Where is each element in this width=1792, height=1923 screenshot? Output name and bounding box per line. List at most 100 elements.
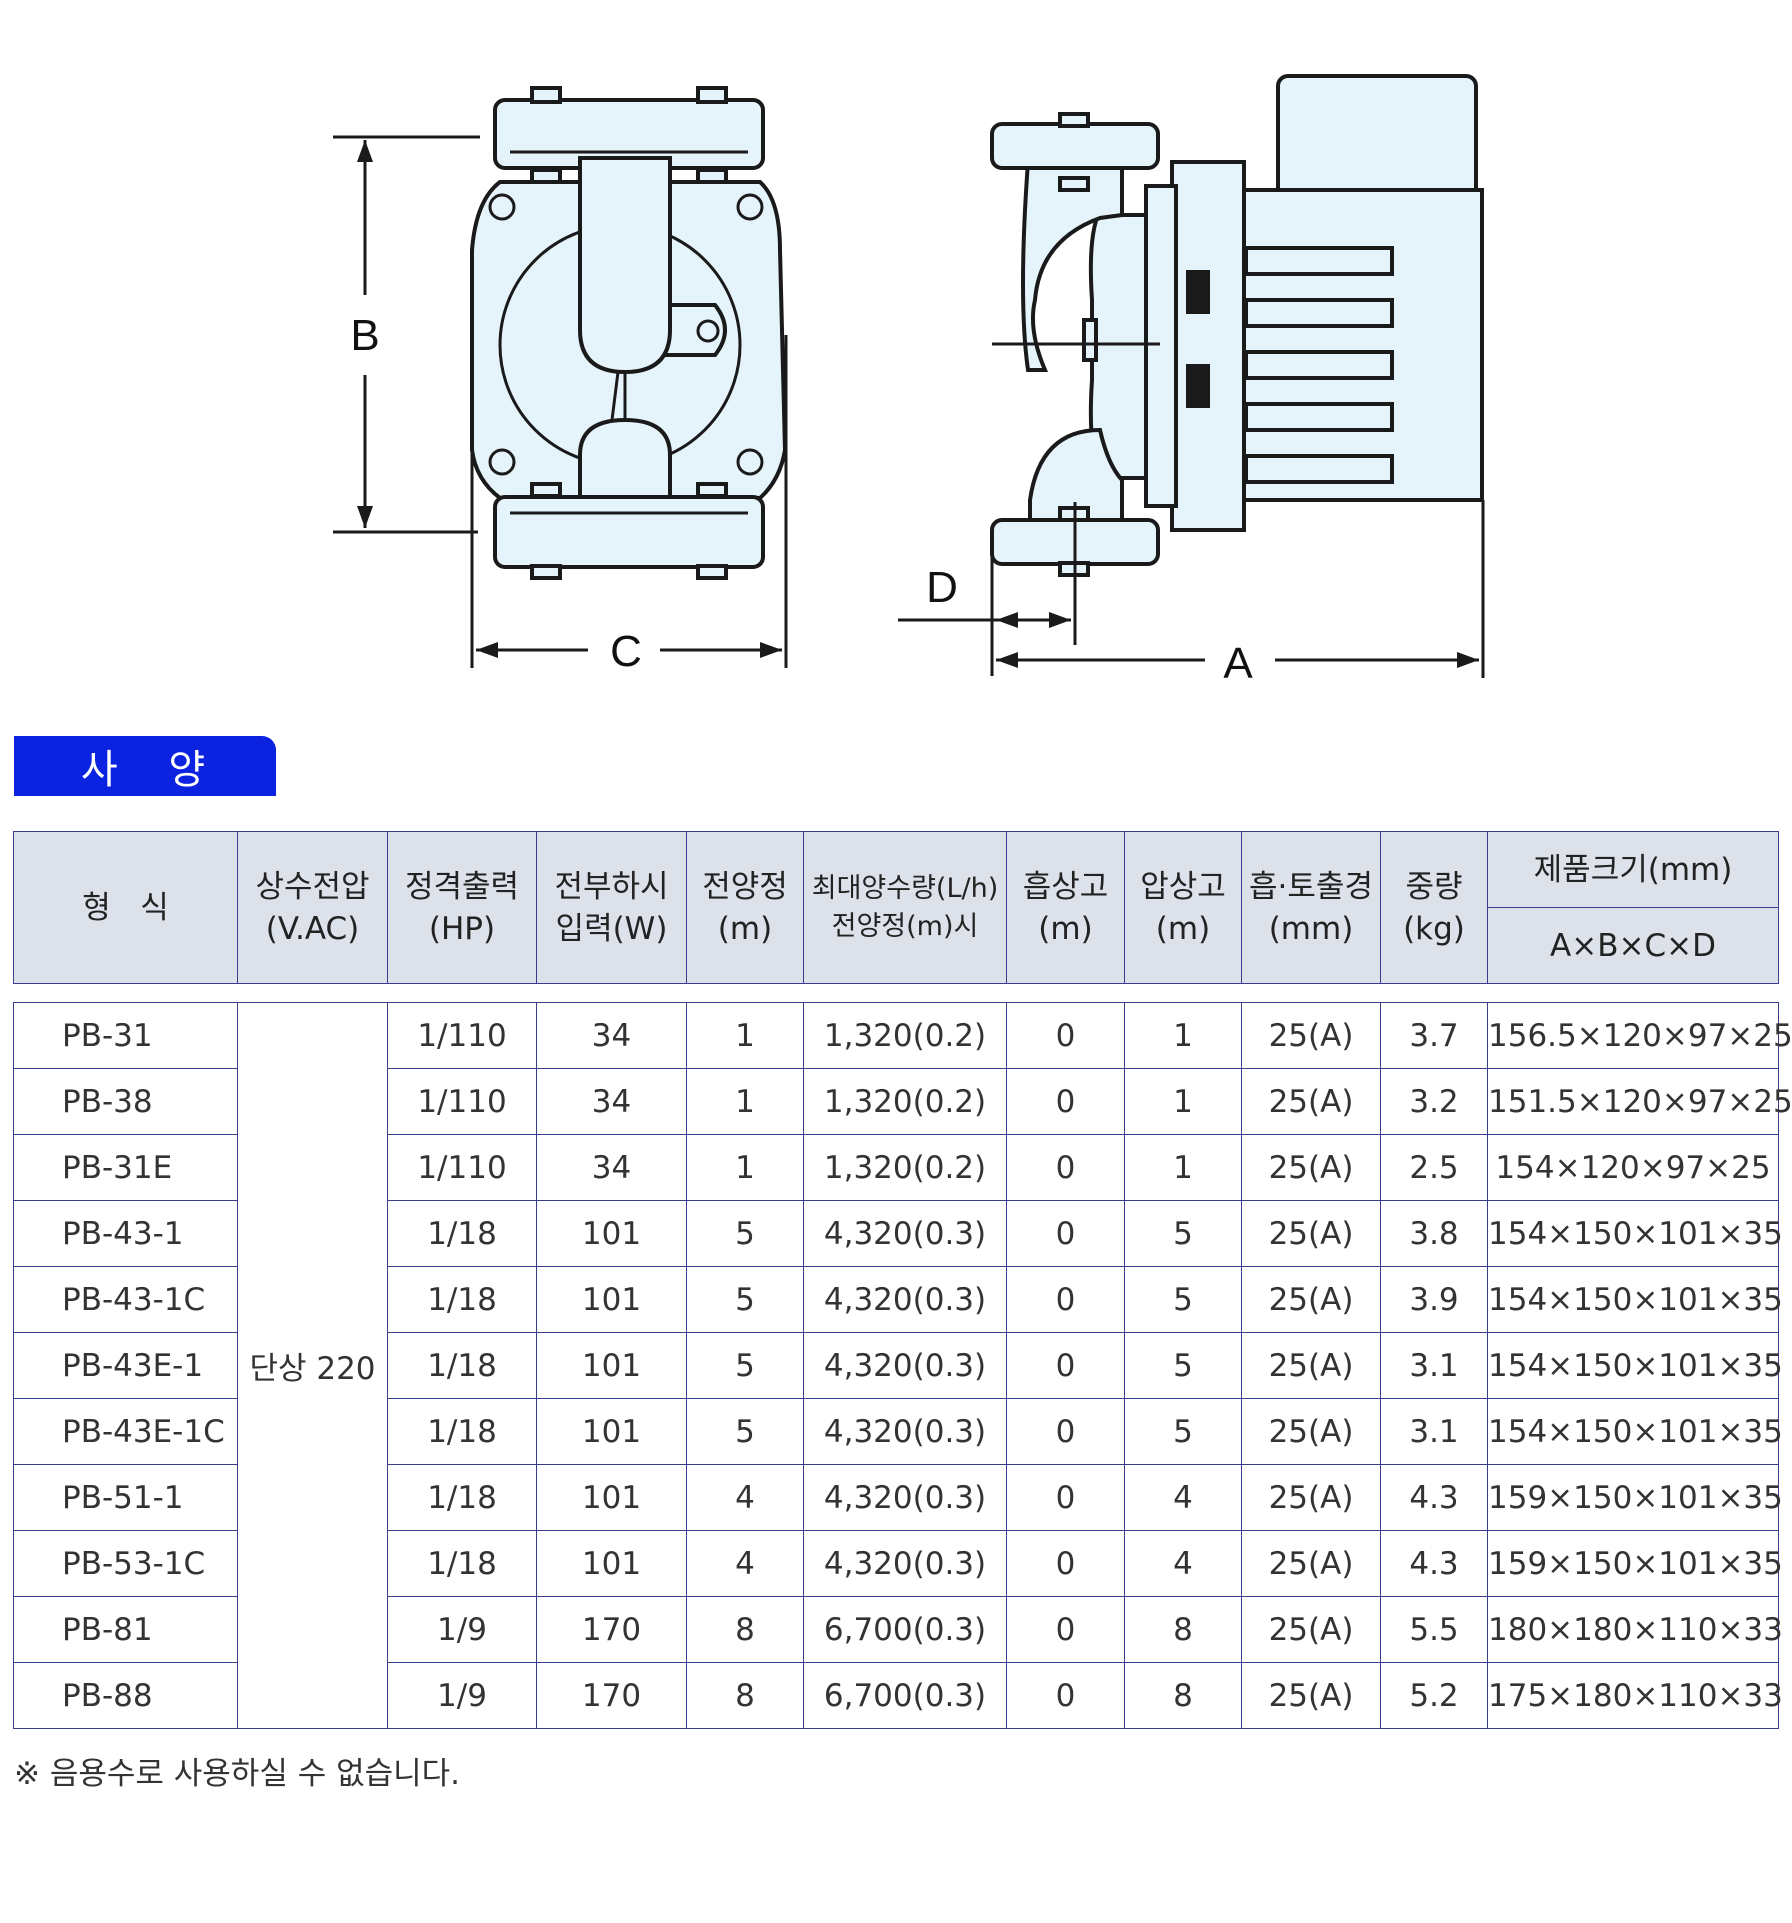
- cell-flow: 6,700(0.3): [803, 1596, 1007, 1663]
- cell-weight: 3.8: [1380, 1200, 1488, 1267]
- cell-output: 1/110: [387, 1068, 537, 1135]
- cell-bore: 25(A): [1241, 1200, 1381, 1267]
- cell-weight: 3.1: [1380, 1398, 1488, 1465]
- cell-input: 101: [536, 1464, 687, 1531]
- cell-input: 170: [536, 1596, 687, 1663]
- cell-bore: 25(A): [1241, 1530, 1381, 1597]
- cell-weight: 4.3: [1380, 1530, 1488, 1597]
- cell-bore: 25(A): [1241, 1068, 1381, 1135]
- cell-weight: 5.5: [1380, 1596, 1488, 1663]
- cell-bore: 25(A): [1241, 1662, 1381, 1729]
- cell-weight: 2.5: [1380, 1134, 1488, 1201]
- cell-output: 1/18: [387, 1332, 537, 1399]
- cell-output: 1/18: [387, 1530, 537, 1597]
- cell-flow: 6,700(0.3): [803, 1662, 1007, 1729]
- cell-pressure: 4: [1124, 1530, 1242, 1597]
- cell-pressure: 4: [1124, 1464, 1242, 1531]
- cell-model: PB-43E-1: [13, 1332, 238, 1399]
- cell-size: 154×150×101×35: [1487, 1398, 1783, 1465]
- cell-input: 170: [536, 1662, 687, 1729]
- cell-model: PB-31E: [13, 1134, 238, 1201]
- cell-flow: 1,320(0.2): [803, 1002, 1007, 1069]
- dimension-b: B: [333, 135, 480, 534]
- label-d: D: [926, 563, 958, 612]
- cell-pressure: 8: [1124, 1662, 1242, 1729]
- cell-model: PB-81: [13, 1596, 238, 1663]
- cell-flow: 4,320(0.3): [803, 1200, 1007, 1267]
- cell-size: 154×120×97×25: [1487, 1134, 1779, 1201]
- cell-head: 4: [686, 1464, 804, 1531]
- cell-weight: 3.7: [1380, 1002, 1488, 1069]
- cell-suction: 0: [1006, 1266, 1125, 1333]
- cell-weight: 5.2: [1380, 1662, 1488, 1729]
- pump-side-view: [990, 74, 1484, 577]
- cell-output: 1/18: [387, 1398, 537, 1465]
- cell-head: 1: [686, 1134, 804, 1201]
- header-flow: 최대양수량(L/h)전양정(m)시: [803, 831, 1007, 984]
- cell-output: 1/110: [387, 1134, 537, 1201]
- dimension-a: A: [996, 500, 1485, 688]
- cell-flow: 4,320(0.3): [803, 1266, 1007, 1333]
- cell-input: 101: [536, 1398, 687, 1465]
- header-voltage: 상수전압(V.AC): [237, 831, 388, 984]
- dimension-c: C: [470, 335, 788, 676]
- cell-model: PB-43-1: [13, 1200, 238, 1267]
- cell-weight: 4.3: [1380, 1464, 1488, 1531]
- cell-input: 34: [536, 1134, 687, 1201]
- cell-size: 159×150×101×35: [1487, 1530, 1783, 1597]
- label-a: A: [1223, 639, 1253, 688]
- cell-flow: 1,320(0.2): [803, 1134, 1007, 1201]
- cell-model: PB-31: [13, 1002, 238, 1069]
- cell-bore: 25(A): [1241, 1398, 1381, 1465]
- cell-suction: 0: [1006, 1332, 1125, 1399]
- cell-weight: 3.2: [1380, 1068, 1488, 1135]
- cell-size: 151.5×120×97×25: [1487, 1068, 1792, 1135]
- cell-output: 1/18: [387, 1266, 537, 1333]
- cell-input: 34: [536, 1002, 687, 1069]
- label-c: C: [610, 627, 642, 676]
- pump-front-view: [470, 86, 788, 580]
- cell-head: 5: [686, 1332, 804, 1399]
- cell-suction: 0: [1006, 1662, 1125, 1729]
- cell-flow: 4,320(0.3): [803, 1398, 1007, 1465]
- cell-suction: 0: [1006, 1530, 1125, 1597]
- cell-model: PB-51-1: [13, 1464, 238, 1531]
- pump-drawing: B C: [333, 74, 1485, 688]
- cell-head: 5: [686, 1398, 804, 1465]
- cell-size: 154×150×101×35: [1487, 1332, 1783, 1399]
- cell-pressure: 5: [1124, 1398, 1242, 1465]
- cell-weight: 3.1: [1380, 1332, 1488, 1399]
- cell-head: 4: [686, 1530, 804, 1597]
- cell-output: 1/18: [387, 1464, 537, 1531]
- cell-head: 8: [686, 1596, 804, 1663]
- cell-model: PB-88: [13, 1662, 238, 1729]
- header-model: 형 식: [13, 831, 238, 984]
- cell-model: PB-43E-1C: [13, 1398, 238, 1465]
- cell-model: PB-43-1C: [13, 1266, 238, 1333]
- cell-size: 154×150×101×35: [1487, 1200, 1783, 1267]
- cell-bore: 25(A): [1241, 1266, 1381, 1333]
- cell-bore: 25(A): [1241, 1596, 1381, 1663]
- cell-size: 156.5×120×97×25: [1487, 1002, 1792, 1069]
- cell-pressure: 1: [1124, 1134, 1242, 1201]
- cell-size: 154×150×101×35: [1487, 1266, 1783, 1333]
- header-size-sub: A×B×C×D: [1487, 907, 1779, 984]
- cell-input: 101: [536, 1332, 687, 1399]
- cell-input: 101: [536, 1530, 687, 1597]
- section-title-badge: 사 양: [14, 736, 276, 796]
- cell-model: PB-38: [13, 1068, 238, 1135]
- cell-pressure: 5: [1124, 1332, 1242, 1399]
- cell-input: 34: [536, 1068, 687, 1135]
- cell-input: 101: [536, 1200, 687, 1267]
- cell-output: 1/9: [387, 1596, 537, 1663]
- cell-voltage: 단상 220: [237, 1002, 388, 1729]
- cell-head: 1: [686, 1068, 804, 1135]
- cell-flow: 1,320(0.2): [803, 1068, 1007, 1135]
